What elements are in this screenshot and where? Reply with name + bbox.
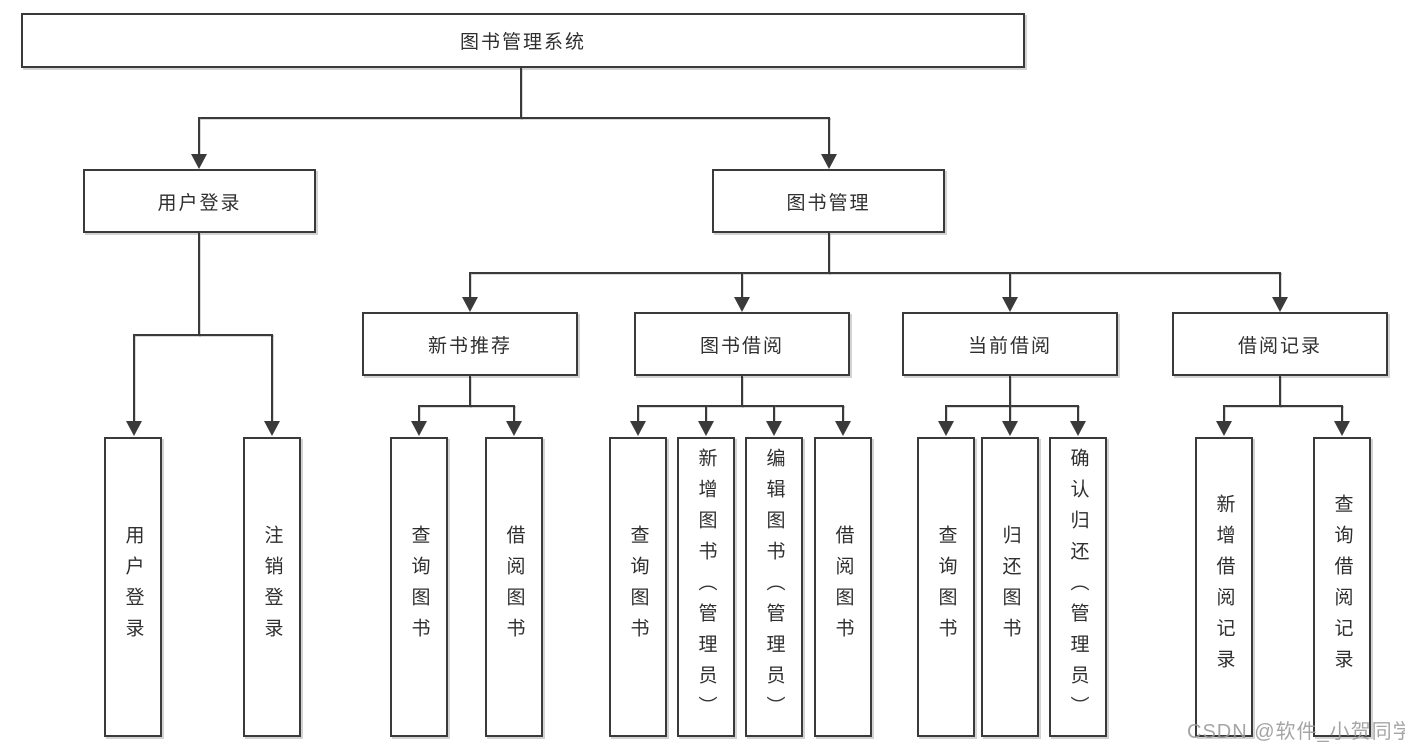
leaf-query-book-3: 查询图书 [917, 437, 975, 737]
node-label: 图书管理 [786, 192, 871, 214]
arrowhead-down-icon [1272, 297, 1288, 312]
leaf-query-book-2: 查询图书 [609, 437, 667, 737]
leaf-logout: 注销登录 [243, 437, 301, 737]
leaf-label: 编辑图书（管理员） [763, 447, 785, 727]
arrowhead-down-icon [835, 421, 851, 436]
connector-line [513, 405, 515, 423]
leaf-label: 查询借阅记录 [1331, 494, 1353, 680]
leaf-label: 查询图书 [408, 525, 430, 649]
connector-line [637, 405, 844, 407]
leaf-edit-book-admin: 编辑图书（管理员） [745, 437, 803, 737]
leaf-user-login: 用户登录 [104, 437, 162, 737]
arrowhead-down-icon [1002, 421, 1018, 436]
connector-line [945, 405, 1079, 407]
node-label: 当前借阅 [967, 335, 1052, 357]
connector-line [198, 117, 830, 119]
connector-line [705, 405, 707, 423]
watermark-text: CSDN @软件_小贺同学 [1187, 721, 1405, 743]
connector-line [741, 376, 743, 407]
arrowhead-down-icon [630, 421, 646, 436]
leaf-label: 用户登录 [122, 525, 144, 649]
leaf-label: 新增借阅记录 [1213, 494, 1235, 680]
connector-line [1279, 376, 1281, 407]
arrowhead-down-icon [126, 421, 142, 436]
connector-line [133, 334, 273, 336]
leaf-label: 归还图书 [999, 525, 1021, 649]
node-current-borrow: 当前借阅 [902, 312, 1118, 376]
node-label: 新书推荐 [427, 335, 512, 357]
leaf-query-book-1: 查询图书 [390, 437, 448, 737]
connector-line [773, 405, 775, 423]
connector-line [418, 405, 420, 423]
connector-line [418, 405, 515, 407]
connector-line [198, 117, 200, 156]
connector-line [945, 405, 947, 423]
connector-line [1009, 405, 1011, 423]
node-label: 图书借阅 [699, 335, 784, 357]
leaf-label: 确认归还（管理员） [1067, 447, 1089, 727]
node-root-label: 图书管理系统 [459, 32, 586, 53]
leaf-label: 注销登录 [261, 525, 283, 649]
node-user-login: 用户登录 [83, 169, 316, 233]
arrowhead-down-icon [938, 421, 954, 436]
connector-line [828, 117, 830, 156]
connector-line [198, 233, 200, 336]
arrowhead-down-icon [506, 421, 522, 436]
leaf-label: 新增图书（管理员） [695, 447, 717, 727]
node-new-book-recommend: 新书推荐 [362, 312, 578, 376]
leaf-label: 查询图书 [935, 525, 957, 649]
leaf-label: 借阅图书 [503, 525, 525, 649]
arrowhead-down-icon [1070, 421, 1086, 436]
node-book-borrow: 图书借阅 [634, 312, 850, 376]
arrowhead-down-icon [766, 421, 782, 436]
leaf-borrow-book-1: 借阅图书 [485, 437, 543, 737]
connector-line [1009, 376, 1011, 407]
arrowhead-down-icon [191, 154, 207, 169]
arrowhead-down-icon [698, 421, 714, 436]
connector-line [1279, 272, 1281, 299]
connector-line [1077, 405, 1079, 423]
connector-line [828, 233, 830, 274]
leaf-borrow-book-2: 借阅图书 [814, 437, 872, 737]
node-label: 借阅记录 [1237, 335, 1322, 357]
leaf-query-borrow-record: 查询借阅记录 [1313, 437, 1371, 737]
arrowhead-down-icon [1334, 421, 1350, 436]
arrowhead-down-icon [462, 297, 478, 312]
connector-line [1223, 405, 1225, 423]
connector-line [469, 376, 471, 407]
connector-line [133, 334, 135, 423]
connector-line [842, 405, 844, 423]
node-root: 图书管理系统 [21, 13, 1025, 68]
connector-line [637, 405, 639, 423]
connector-line [271, 334, 273, 423]
node-borrow-records: 借阅记录 [1172, 312, 1388, 376]
arrowhead-down-icon [734, 297, 750, 312]
node-label: 用户登录 [157, 192, 242, 214]
arrowhead-down-icon [1216, 421, 1232, 436]
connector-line [520, 68, 522, 119]
arrowhead-down-icon [1002, 297, 1018, 312]
leaf-label: 借阅图书 [832, 525, 854, 649]
node-book-management: 图书管理 [712, 169, 945, 233]
connector-line [1223, 405, 1343, 407]
connector-line [469, 272, 1281, 274]
arrowhead-down-icon [411, 421, 427, 436]
connector-line [469, 272, 471, 299]
leaf-label: 查询图书 [627, 525, 649, 649]
leaf-confirm-return-admin: 确认归还（管理员） [1049, 437, 1107, 737]
connector-line [1009, 272, 1011, 299]
connector-line [1341, 405, 1343, 423]
leaf-add-book-admin: 新增图书（管理员） [677, 437, 735, 737]
arrowhead-down-icon [821, 154, 837, 169]
leaf-return-book: 归还图书 [981, 437, 1039, 737]
leaf-add-borrow-record: 新增借阅记录 [1195, 437, 1253, 737]
arrowhead-down-icon [264, 421, 280, 436]
connector-line [741, 272, 743, 299]
